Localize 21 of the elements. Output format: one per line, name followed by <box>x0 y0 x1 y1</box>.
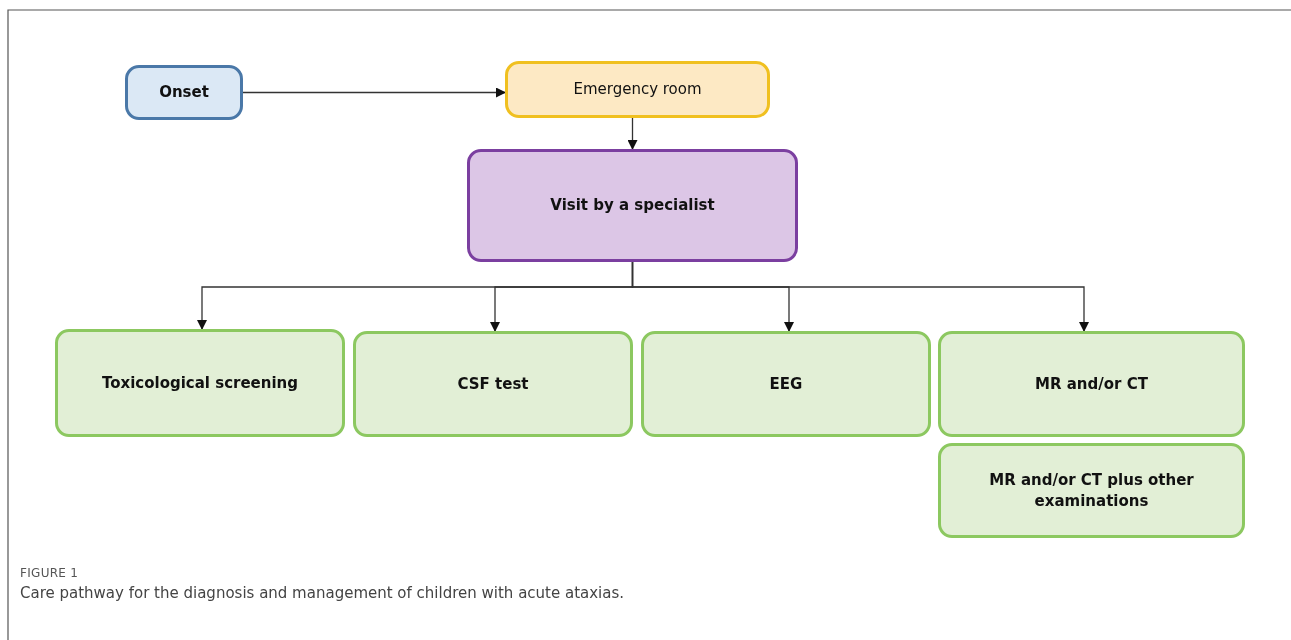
figure-number: FIGURE 1 <box>20 566 79 580</box>
node-label: EEG <box>769 373 803 395</box>
test-box <box>55 329 345 437</box>
node-label: Visit by a specialist <box>550 195 715 216</box>
node-label: MR and/or CT <box>1035 373 1148 395</box>
node-label: Emergency room <box>573 79 702 100</box>
caption: Care pathway for the diagnosis and management of children with acute ataxias. <box>20 584 625 602</box>
node-label: CSF test <box>457 373 529 395</box>
test-box <box>938 443 1245 538</box>
process-box <box>505 61 770 118</box>
arrow <box>627 117 638 150</box>
arrow <box>242 87 506 98</box>
node-label: Toxicological screening <box>101 372 299 394</box>
process-box <box>467 149 798 262</box>
node-label: Onset <box>159 82 209 103</box>
node-label: MR and/or CT plus other examinations <box>988 469 1195 512</box>
test-box <box>353 331 633 437</box>
arrow <box>631 261 1089 332</box>
test-box <box>938 331 1245 437</box>
start-box <box>125 65 243 120</box>
test-box <box>641 331 931 437</box>
